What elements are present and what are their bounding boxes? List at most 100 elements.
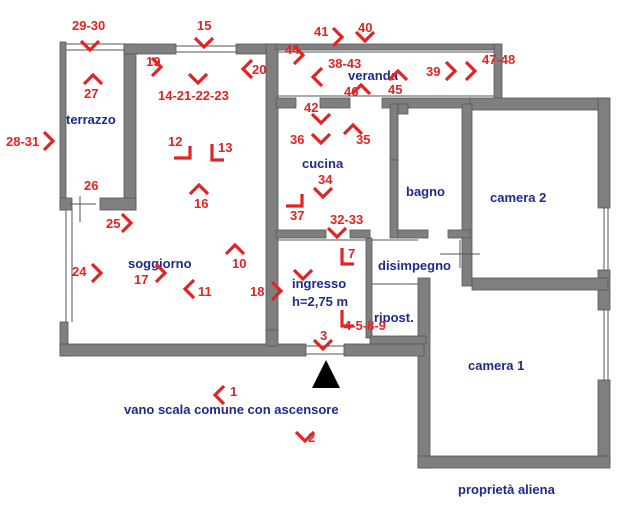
view-arrow-icon xyxy=(150,56,164,78)
wall xyxy=(461,103,473,287)
wall xyxy=(471,277,609,291)
view-arrow-icon xyxy=(340,310,354,328)
room-label-soggiorno: soggiorno xyxy=(128,256,192,271)
view-arrow-icon xyxy=(286,194,304,208)
view-number: 3 xyxy=(320,328,327,343)
view-number: 17 xyxy=(134,272,148,287)
view-number: 34 xyxy=(318,172,333,187)
entrance-marker xyxy=(312,360,340,388)
view-arrow-icon xyxy=(387,68,409,82)
view-arrow-icon xyxy=(120,212,134,234)
wall xyxy=(397,103,409,115)
wall xyxy=(343,343,425,357)
view-arrow-icon xyxy=(292,268,314,282)
view-number: 4-5-8-9 xyxy=(344,318,386,333)
room-label-disimpegno: disimpegno xyxy=(378,258,451,273)
room-label-ingresso: ingresso xyxy=(292,276,346,291)
room-label-bagno: bagno xyxy=(406,184,445,199)
view-number: 38-43 xyxy=(328,56,361,71)
view-number: 20 xyxy=(252,62,266,77)
window-lines xyxy=(65,43,609,380)
view-arrow-icon xyxy=(294,430,316,444)
view-number: 39 xyxy=(426,64,440,79)
view-arrow-icon xyxy=(354,30,376,44)
wall xyxy=(123,43,137,211)
view-number: 12 xyxy=(168,134,182,149)
wall xyxy=(369,335,427,345)
view-arrow-icon xyxy=(193,36,215,50)
view-number: 41 xyxy=(314,24,328,39)
view-arrow-icon xyxy=(182,278,196,300)
walls xyxy=(59,41,611,469)
view-number: 1 xyxy=(230,384,237,399)
view-arrow-icon xyxy=(154,262,168,284)
room-label-height: h=2,75 m xyxy=(292,294,348,309)
wall xyxy=(275,97,297,109)
view-arrow-icon xyxy=(350,82,372,96)
wall xyxy=(265,43,279,335)
wall xyxy=(469,97,609,111)
view-number: 44 xyxy=(285,42,300,57)
room-label-riposto: ripost. xyxy=(374,310,414,325)
view-arrow-icon xyxy=(90,262,104,284)
view-number: 26 xyxy=(84,178,98,193)
wall xyxy=(389,159,399,239)
view-number: 40 xyxy=(358,20,372,35)
view-number: 15 xyxy=(197,18,211,33)
view-number: 45 xyxy=(388,82,402,97)
view-arrow-icon xyxy=(310,112,332,126)
wall xyxy=(389,103,399,161)
view-arrow-icon xyxy=(240,58,254,80)
view-arrow-icon xyxy=(310,132,332,146)
view-arrow-icon xyxy=(444,60,458,82)
view-arrow-icon xyxy=(326,226,348,240)
wall xyxy=(397,229,429,239)
wall xyxy=(275,229,327,239)
view-number: 32-33 xyxy=(330,212,363,227)
stair-label: vano scala comune con ascensore xyxy=(124,402,339,417)
view-arrow-icon xyxy=(188,182,210,196)
view-arrow-icon xyxy=(210,144,224,162)
wall xyxy=(417,455,611,469)
wall xyxy=(99,197,137,211)
view-arrows xyxy=(42,26,478,444)
view-number: 37 xyxy=(290,208,304,223)
wall xyxy=(275,43,499,51)
wall xyxy=(365,237,373,339)
view-number: 42 xyxy=(304,100,318,115)
view-number: 24 xyxy=(72,264,87,279)
wall xyxy=(123,43,177,55)
view-number: 10 xyxy=(232,256,246,271)
view-arrow-icon xyxy=(464,60,478,82)
view-number: 36 xyxy=(290,132,304,147)
view-number: 18 xyxy=(250,284,264,299)
wall xyxy=(417,277,431,469)
view-number: 27 xyxy=(84,86,98,101)
view-arrow-icon xyxy=(342,122,364,136)
room-label-cucina: cucina xyxy=(302,156,344,171)
view-number: 14-21-22-23 xyxy=(158,88,229,103)
view-number: 7 xyxy=(348,246,355,261)
room-label-terrazzo: terrazzo xyxy=(66,112,116,127)
view-numbers: 29-30 15 41 40 44 38-43 47-48 19 20 39 4… xyxy=(6,18,515,445)
view-arrow-icon xyxy=(312,338,334,352)
view-arrow-icon xyxy=(312,186,334,200)
view-number: 11 xyxy=(198,284,212,299)
view-arrow-icon xyxy=(82,72,104,86)
view-number: 2 xyxy=(308,430,315,445)
neighbour-label: proprietà aliena xyxy=(458,482,556,497)
view-arrow-icon xyxy=(224,242,246,256)
view-arrow-icon xyxy=(42,130,56,152)
wall xyxy=(597,97,611,209)
view-number: 47-48 xyxy=(482,52,515,67)
view-number: 25 xyxy=(106,216,120,231)
wall xyxy=(319,97,351,109)
view-number: 19 xyxy=(146,54,160,69)
view-number: 35 xyxy=(356,132,370,147)
room-labels: terrazzo veranda cucina bagno camera 2 s… xyxy=(66,68,556,497)
room-label-veranda: veranda xyxy=(348,68,399,83)
room-label-camera-1: camera 1 xyxy=(468,358,524,373)
view-arrow-icon xyxy=(79,39,101,53)
